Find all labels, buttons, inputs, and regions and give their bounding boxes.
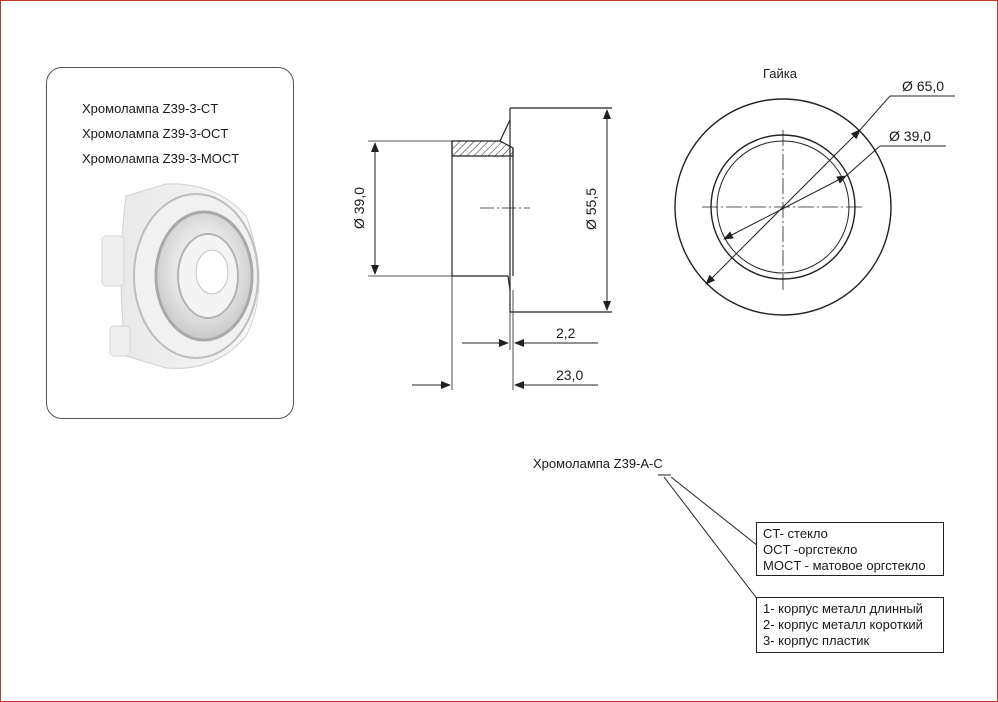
- material-option-oct: OCT -оргстекло: [763, 542, 858, 557]
- nut-label: Гайка: [763, 66, 798, 81]
- housing-option-3: 3- корпус пластик: [763, 633, 870, 648]
- dim-diameter-39: Ø 39,0: [351, 186, 368, 230]
- dim-nut-diameter-65: Ø 65,0: [902, 78, 945, 94]
- code-leaders: [658, 474, 759, 601]
- housing-option-2: 2- корпус металл короткий: [763, 617, 923, 632]
- dim-length-2-2: 2,2: [556, 325, 576, 341]
- model-name-ct: Хромолампа Z39-3-CT: [82, 101, 219, 116]
- dim-nut-diameter-39: Ø 39,0: [889, 128, 932, 144]
- material-options-box: CT- стекло OCT -оргстекло MOCT - матовое…: [756, 522, 944, 576]
- material-option-ct: CT- стекло: [763, 526, 828, 541]
- dim-diameter-55: Ø 55,5: [583, 187, 600, 231]
- code-label: Хромолампа Z39-A-C: [533, 456, 663, 471]
- side-view: [368, 107, 612, 390]
- housing-option-1: 1- корпус металл длинный: [763, 601, 923, 616]
- lamp-photo: [101, 183, 260, 369]
- material-option-moct: MOCT - матовое оргстекло: [763, 558, 926, 573]
- nut-view: [674, 95, 955, 316]
- housing-options-box: 1- корпус металл длинный 2- корпус метал…: [756, 597, 944, 653]
- dim-length-23: 23,0: [556, 367, 584, 383]
- model-name-oct: Хромолампа Z39-3-OCT: [82, 126, 229, 141]
- model-name-moct: Хромолампа Z39-3-MOCT: [82, 151, 240, 166]
